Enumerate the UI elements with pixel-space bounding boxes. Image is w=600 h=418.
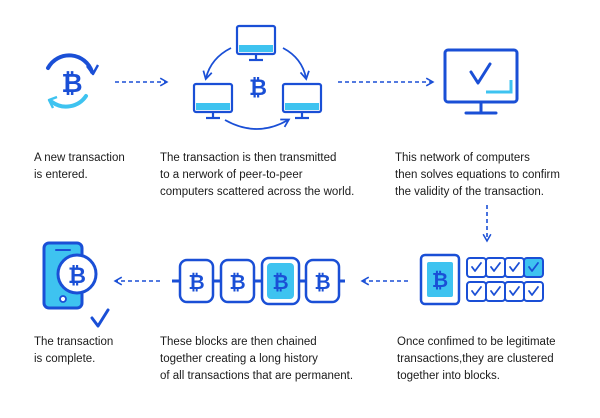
- monitor-checkmark-icon: [443, 48, 519, 115]
- monitor-icon: [192, 82, 234, 120]
- mobile-bitcoin-complete-icon: ₿: [42, 241, 110, 328]
- bitcoin-symbol: ₿: [249, 76, 267, 101]
- bitcoin-symbol: ₿: [188, 270, 204, 294]
- verified-transaction-blocks-icon: ₿: [419, 253, 544, 306]
- bitcoin-symbol: ₿: [68, 264, 86, 289]
- bitcoin-symbol: ₿: [314, 270, 330, 294]
- monitor-icon: [281, 82, 323, 120]
- bitcoin-refresh-icon: ₿: [46, 53, 100, 109]
- peer-to-peer-network-icon: ₿: [192, 24, 323, 130]
- bitcoin-symbol: ₿: [432, 268, 448, 292]
- blockchain-chain-icon: ₿ ₿ ₿ ₿: [172, 256, 345, 306]
- monitor-icon: [235, 24, 277, 62]
- checkbox-grid: [466, 257, 544, 302]
- bitcoin-symbol: ₿: [229, 270, 245, 294]
- checkmark-icon: [90, 308, 110, 328]
- bitcoin-symbol: ₿: [61, 69, 82, 99]
- bitcoin-symbol: ₿: [272, 270, 288, 294]
